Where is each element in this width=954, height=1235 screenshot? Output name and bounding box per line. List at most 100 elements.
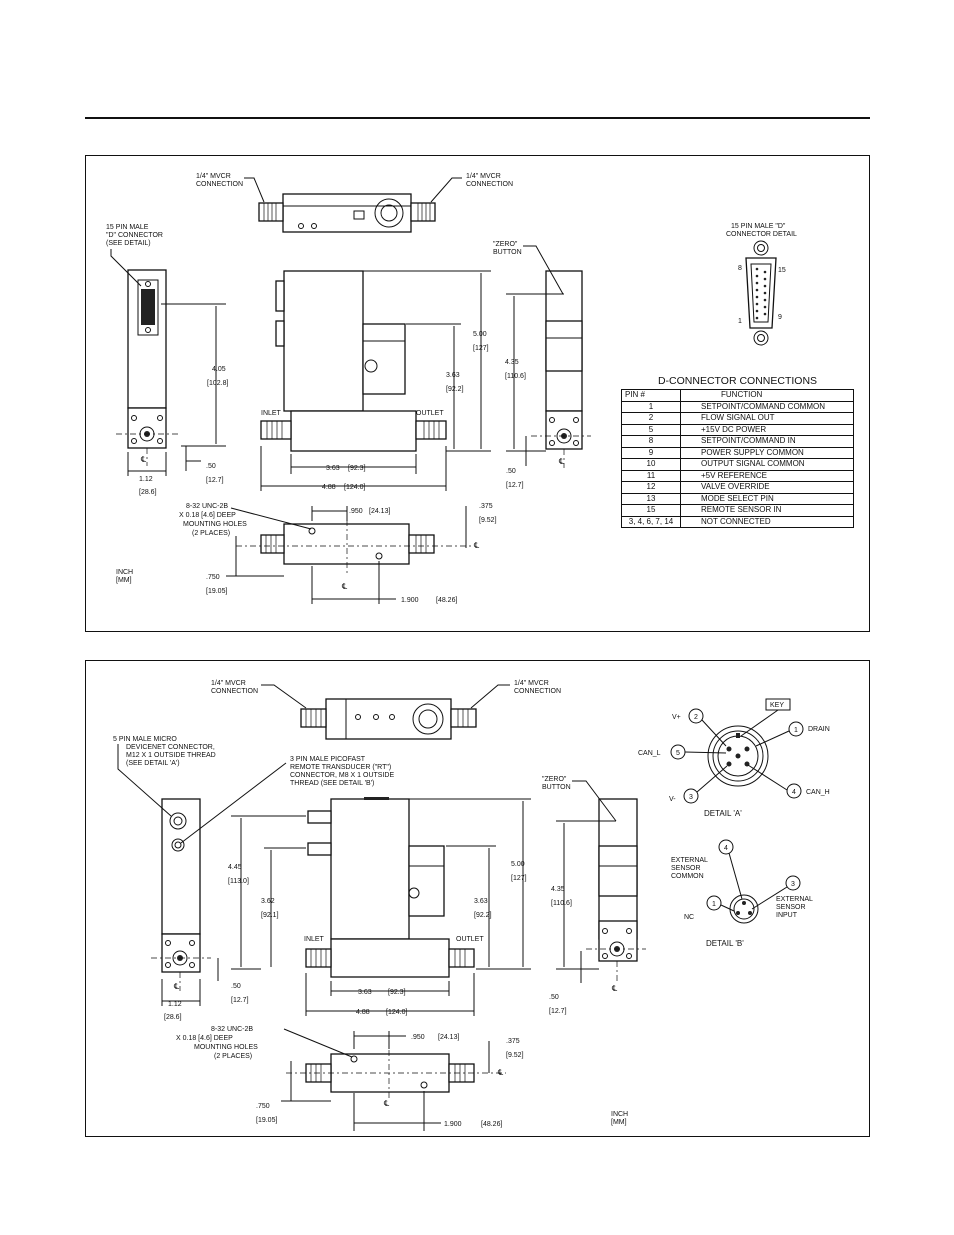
dim-050b-mm-2: [12.7] (549, 1008, 567, 1015)
dim-375: .375 (479, 503, 493, 510)
dim-750-mm: [19.05] (206, 588, 227, 595)
pinA-4-label: CAN_H (806, 789, 830, 796)
dim-1900-2: 1.900 (444, 1121, 462, 1128)
pinA-5-label: CAN_L (638, 750, 661, 757)
pin-1-label: 1 (738, 318, 742, 325)
top-view-2 (300, 698, 477, 740)
label-dconn-1: 15 PIN MALE (106, 224, 149, 231)
dim-363v-2: 3.63 (474, 898, 488, 905)
pinB-3-line2: SENSOR (776, 904, 806, 911)
label-units-2a: INCH (611, 1111, 628, 1118)
label-mvcr-left-b: CONNECTION (211, 688, 258, 695)
label-dconn-2: "D" CONNECTOR (106, 232, 163, 239)
dim-363h: 3.63 (326, 465, 340, 472)
dim-112-mm: [28.6] (139, 489, 157, 496)
label-mvcr-left-2: CONNECTION (196, 181, 243, 188)
table-header-row: PIN # FUNCTION (621, 389, 854, 402)
pinA-3-label: V- (669, 796, 676, 803)
function-cell: SETPOINT/COMMAND IN (680, 435, 854, 448)
label-inlet-2: INLET (304, 936, 325, 943)
cl-mark-2: ℄ (174, 982, 180, 991)
function-cell: OUTPUT SIGNAL COMMON (680, 458, 854, 471)
left-side-view (116, 269, 181, 466)
label-mvcr-right-1: 1/4" MVCR (466, 173, 501, 180)
pin-8-label: 8 (738, 265, 742, 272)
dim-363h-mm-2: [92.3] (388, 989, 406, 996)
pinB-1-label: NC (684, 914, 694, 921)
dim-950-2: .950 (411, 1034, 425, 1041)
cl-mark-bottom-right-2: ℄ (498, 1068, 504, 1077)
dim-500-mm: [127] (473, 345, 489, 352)
label-zero-2b: BUTTON (542, 784, 571, 791)
label-zero-1: "ZERO" (493, 241, 518, 248)
pin-cell: 8 (621, 435, 681, 448)
key-label: KEY (770, 702, 784, 709)
label-dconn-detail-1: 15 PIN MALE "D" (731, 223, 786, 230)
pin-15-label: 15 (778, 267, 786, 274)
analog-drawing: 1/4" MVCR CONNECTION 1/4" MVCR CONNECTIO… (106, 173, 797, 604)
dim-500-2: 5.00 (511, 861, 525, 868)
dconn-detail (745, 240, 777, 346)
pinB-3-line1: EXTERNAL (776, 896, 813, 903)
pinA-2-num: 2 (694, 714, 698, 721)
label-mounting-2d: (2 PLACES) (214, 1053, 252, 1060)
detail-b-title: DETAIL 'B' (706, 939, 744, 948)
dim-363v-mm: [92.2] (446, 386, 464, 393)
detail-a-connector (707, 725, 769, 787)
dim-950: .950 (349, 508, 363, 515)
dim-375-mm: [9.52] (479, 517, 497, 524)
label-micro-4: (SEE DETAIL 'A') (126, 760, 180, 767)
function-cell: NOT CONNECTED (680, 515, 854, 528)
label-pico-1: 3 PIN MALE PICOFAST (290, 756, 366, 763)
dim-950-mm: [24.13] (369, 508, 390, 515)
pinA-2-label: V+ (672, 714, 681, 721)
table-row: 5+15V DC POWER (621, 423, 854, 436)
dim-050b-mm: [12.7] (506, 482, 524, 489)
dim-435: 4.35 (505, 359, 519, 366)
label-zero-2a: "ZERO" (542, 776, 567, 783)
pinA-1-label: DRAIN (808, 726, 830, 733)
label-micro-3: M12 X 1 OUTSIDE THREAD (126, 752, 216, 759)
dim-488-mm-2: [124.0] (386, 1009, 407, 1016)
dim-112-2: 1.12 (168, 1001, 182, 1008)
label-mvcr-right-2: CONNECTION (466, 181, 513, 188)
label-dconn-3: (SEE DETAIL) (106, 240, 151, 247)
bottom-view-2 (286, 1036, 506, 1101)
detail-a-title: DETAIL 'A' (704, 809, 742, 818)
pin-cell: 5 (621, 423, 681, 436)
label-mounting-2b: X 0.18 [4.6] DEEP (176, 1035, 233, 1042)
cl-mark-right: ℄ (559, 457, 565, 466)
dim-363h-2: 3.63 (358, 989, 372, 996)
detail-b-connector (706, 839, 801, 924)
dim-1900: 1.900 (401, 597, 419, 604)
dim-405-mm: [102.8] (207, 380, 228, 387)
dim-362: 3.62 (261, 898, 275, 905)
pin-cell: 11 (621, 469, 681, 482)
label-mounting-2: X 0.18 [4.6] DEEP (179, 512, 236, 519)
dim-112-mm-2: [28.6] (164, 1014, 182, 1021)
front-view (260, 270, 447, 452)
dim-435-mm: [110.6] (505, 373, 526, 380)
dim-405: 4.05 (212, 366, 226, 373)
dim-050a: .50 (206, 463, 216, 470)
pin-cell: 9 (621, 446, 681, 459)
pin-cell: 1 (621, 400, 681, 413)
pin-cell: 12 (621, 481, 681, 494)
label-mvcr-left-a: 1/4" MVCR (211, 680, 246, 687)
label-mounting-4: (2 PLACES) (192, 530, 230, 537)
cl-mark-bottom: ℄ (342, 582, 348, 591)
dim-375-2: .375 (506, 1038, 520, 1045)
dim-500: 5.00 (473, 331, 487, 338)
label-zero-2: BUTTON (493, 249, 522, 256)
cl-mark-bottom-2: ℄ (384, 1099, 390, 1108)
right-side-view (531, 270, 591, 468)
dim-488: 4.88 (322, 484, 336, 491)
label-micro-1: 5 PIN MALE MICRO (113, 736, 177, 743)
pinB-4-line1: EXTERNAL (671, 857, 708, 864)
pin-cell: 3, 4, 6, 7, 14 (621, 515, 681, 528)
